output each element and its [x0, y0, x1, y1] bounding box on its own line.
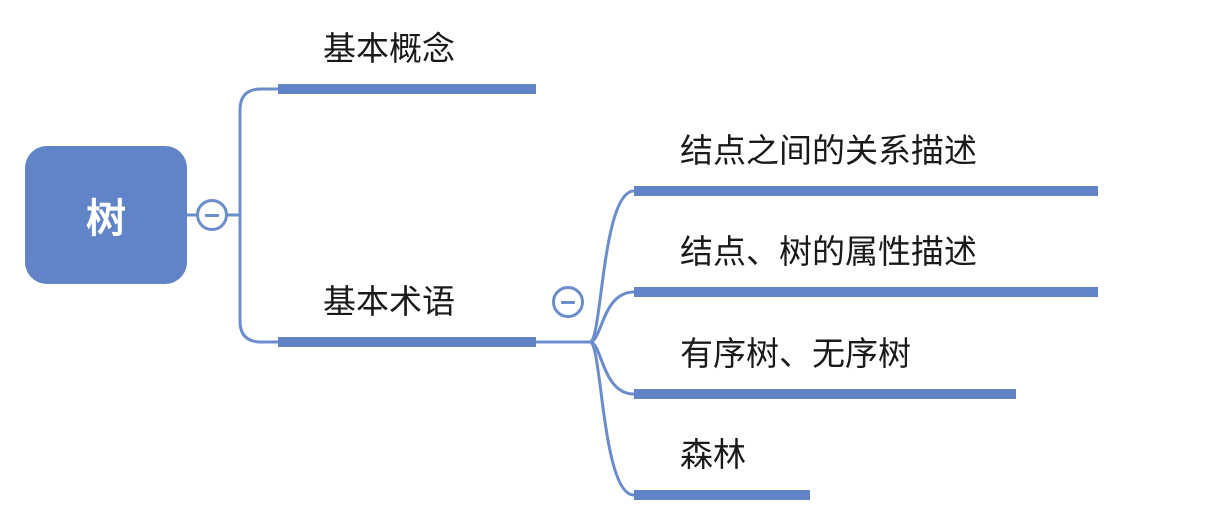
- topic-forest[interactable]: 森林: [680, 435, 746, 474]
- underline-basic-terms: [278, 337, 536, 347]
- root-topic[interactable]: 树: [25, 146, 187, 284]
- connector-to-attributes: [589, 290, 635, 344]
- connector-to-node-relations: [588, 189, 635, 344]
- minus-icon: [205, 213, 219, 217]
- underline-forest: [634, 490, 810, 500]
- collapse-basic-terms-button[interactable]: [552, 286, 584, 318]
- topic-node-tree-attributes[interactable]: 结点、树的属性描述: [680, 232, 977, 271]
- topic-basic-concepts[interactable]: 基本概念: [323, 29, 455, 68]
- underline-node-relations: [634, 186, 1098, 196]
- topic-node-relations[interactable]: 结点之间的关系描述: [680, 131, 977, 170]
- underline-attributes: [634, 287, 1098, 297]
- connector-root-to-basic-concepts: [187, 87, 278, 217]
- topic-basic-terms[interactable]: 基本术语: [323, 282, 455, 321]
- minus-icon: [561, 300, 575, 304]
- connector-root-to-basic-terms: [238, 215, 278, 344]
- root-topic-label: 树: [86, 196, 126, 242]
- collapse-root-button[interactable]: [196, 199, 228, 231]
- underline-ordered-unordered: [634, 389, 1016, 399]
- underline-basic-concepts: [278, 84, 536, 94]
- connector-to-forest: [588, 340, 635, 497]
- topic-ordered-unordered-trees[interactable]: 有序树、无序树: [680, 334, 911, 373]
